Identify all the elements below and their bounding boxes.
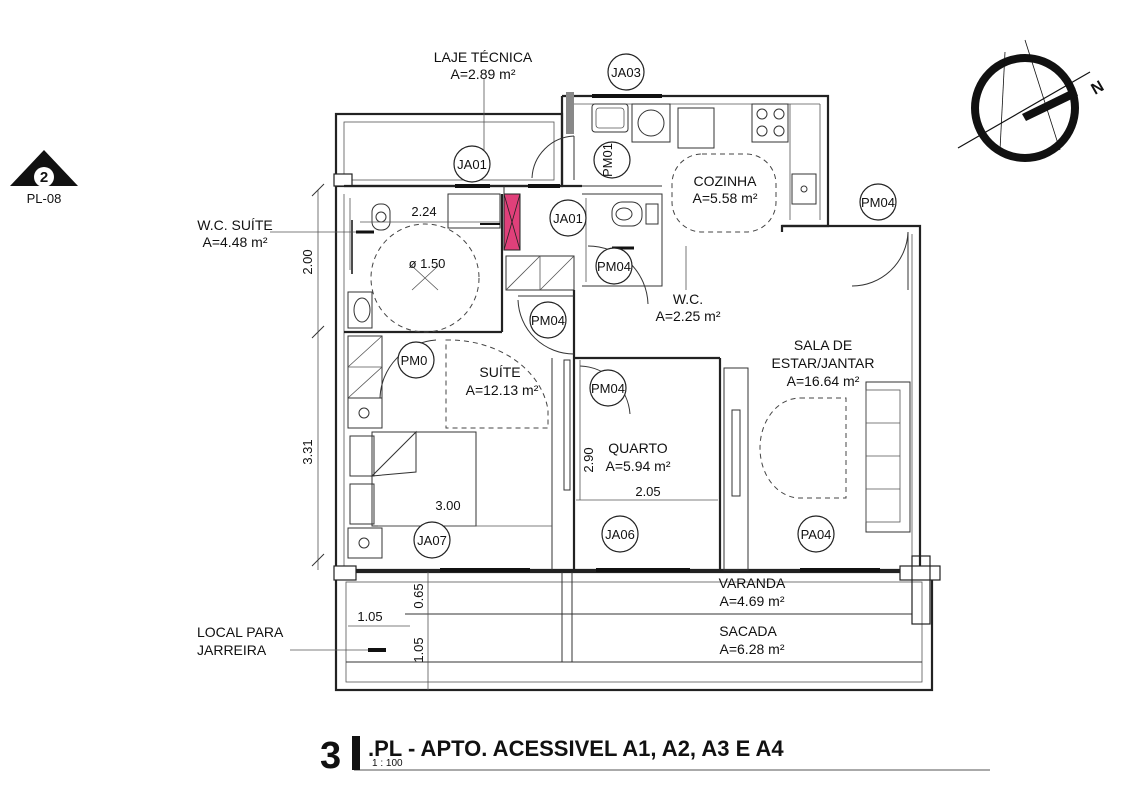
bathroom-fixtures xyxy=(347,193,659,333)
sala-name-1: SALA DE xyxy=(794,337,852,353)
tag-pm04-sala: PM04 xyxy=(861,195,895,210)
tag-ja06: JA06 xyxy=(605,527,635,542)
dim-300: 3.00 xyxy=(435,498,460,513)
plan-title: .PL - APTO. ACESSIVEL A1, A2, A3 E A4 xyxy=(368,736,784,761)
room-labels: LAJE TÉCNICA A=2.89 m² COZINHA A=5.58 m²… xyxy=(197,49,874,658)
north-label: N xyxy=(1089,78,1108,99)
section-sheet: PL-08 xyxy=(27,191,62,206)
dim-150: ø 1.50 xyxy=(409,256,446,271)
section-number: 2 xyxy=(40,169,48,186)
kitchen-fixtures xyxy=(591,103,817,233)
local-jarreira-line1: LOCAL PARA xyxy=(197,624,284,640)
tag-pm01: PM01 xyxy=(600,143,615,177)
tag-ja01-wc: JA01 xyxy=(553,211,583,226)
interior-walls xyxy=(344,92,749,571)
sacada-name: SACADA xyxy=(719,623,777,639)
cozinha-area: A=5.58 m² xyxy=(693,190,758,206)
quarto-area: A=5.94 m² xyxy=(606,458,671,474)
plan-title-number: 3 xyxy=(320,735,341,777)
dimension-labels: 2.24 ø 1.50 2.00 3.31 3.00 2.90 2.05 0.6… xyxy=(300,204,661,663)
dim-200: 2.00 xyxy=(300,249,315,274)
wc-area: A=2.25 m² xyxy=(656,308,721,324)
tag-pm04-suite-door: PM04 xyxy=(531,313,565,328)
title-block: 3 .PL - APTO. ACESSIVEL A1, A2, A3 E A4 … xyxy=(320,735,990,777)
local-jarreira-line2: JARREIRA xyxy=(197,642,267,658)
dim-331: 3.31 xyxy=(300,439,315,464)
plan-scale: 1 : 100 xyxy=(372,758,403,769)
wc-suite-name: W.C. SUÍTE xyxy=(197,217,272,233)
dim-105-horizontal: 1.05 xyxy=(357,609,382,624)
section-marker: 2 PL-08 xyxy=(10,150,78,206)
wc-suite-area: A=4.48 m² xyxy=(203,234,268,250)
tag-pm04-quarto: PM04 xyxy=(591,381,625,396)
windows xyxy=(368,94,880,652)
laje-tecnica-area: A=2.89 m² xyxy=(451,66,516,82)
dim-224: 2.24 xyxy=(411,204,436,219)
varanda-area: A=4.69 m² xyxy=(720,593,785,609)
sacada-area: A=6.28 m² xyxy=(720,641,785,657)
dim-205: 2.05 xyxy=(635,484,660,499)
quarto-name: QUARTO xyxy=(608,440,667,456)
tags: JA03 JA01 JA01 PM01 PM04 PM04 PM04 PM0 P… xyxy=(397,53,897,559)
tag-pm04-wc: PM04 xyxy=(597,259,631,274)
tag-ja07: JA07 xyxy=(417,533,447,548)
tag-pm0-suite: PM0 xyxy=(401,353,428,368)
north-arrow-icon: N xyxy=(957,39,1108,162)
suite-name: SUÍTE xyxy=(479,364,520,380)
tag-pa04: PA04 xyxy=(801,527,832,542)
tag-ja01-top: JA01 xyxy=(457,157,487,172)
dim-290: 2.90 xyxy=(581,447,596,472)
varanda-name: VARANDA xyxy=(719,575,786,591)
dim-065: 0.65 xyxy=(411,583,426,608)
sala-area: A=16.64 m² xyxy=(787,373,860,389)
tag-ja03: JA03 xyxy=(611,65,641,80)
sala-name-2: ESTAR/JANTAR xyxy=(772,355,875,371)
suite-area: A=12.13 m² xyxy=(466,382,539,398)
living-furniture xyxy=(759,381,911,533)
dim-105-vertical: 1.05 xyxy=(411,637,426,662)
laje-tecnica-name: LAJE TÉCNICA xyxy=(434,49,533,65)
wc-name: W.C. xyxy=(673,291,703,307)
cozinha-name: COZINHA xyxy=(694,173,758,189)
dimension-lines xyxy=(270,78,718,690)
